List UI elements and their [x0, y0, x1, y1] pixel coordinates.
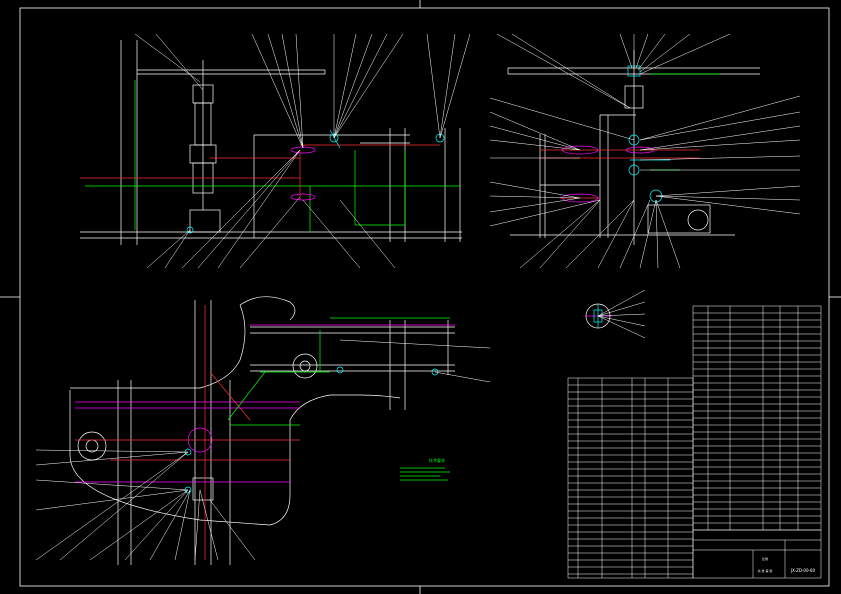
detail-view	[585, 289, 646, 339]
tech-notes-title: 技术要求	[429, 457, 445, 463]
front-view-leaders	[134, 33, 471, 269]
bill-of-materials	[567, 305, 822, 579]
plan-view-leaders	[35, 339, 491, 561]
side-view-leaders	[489, 33, 801, 269]
technical-notes: 技术要求	[400, 457, 450, 481]
drawing-number: JX-ZD-00-00	[790, 568, 816, 573]
scale-label: 比例	[762, 556, 768, 561]
plan-view	[69, 296, 455, 565]
sheet-label: 共 张 第 张	[758, 568, 773, 573]
